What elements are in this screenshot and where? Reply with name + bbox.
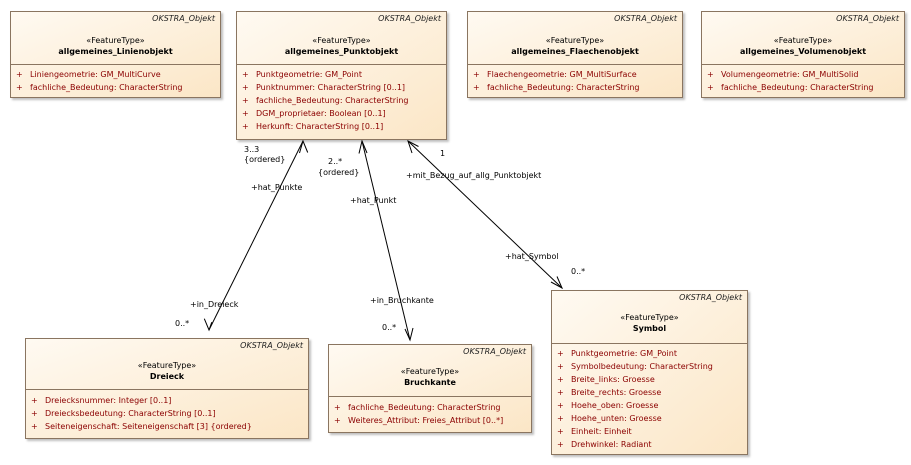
attribute-list: +Punktgeometrie: GM_Point +Symbolbedeutu… (557, 347, 745, 451)
attribute-row[interactable]: +Hoehe_unten: Groesse (557, 414, 662, 423)
stereotype-label: «FeatureType» (86, 36, 145, 45)
class-header: «FeatureType» Symbol (552, 291, 747, 333)
attribute-row[interactable]: +Punktgeometrie: GM_Point (242, 70, 362, 79)
attribute-row[interactable]: +fachliche_Bedeutung: CharacterString (242, 96, 409, 105)
package-label: OKSTRA_Objekt (378, 14, 441, 23)
class-allgemeines-volumenobjekt[interactable]: OKSTRA_Objekt «FeatureType» allgemeines_… (701, 11, 905, 98)
association-hat-punkte[interactable] (203, 139, 309, 332)
compartment-divider (552, 343, 747, 344)
class-dreieck[interactable]: OKSTRA_Objekt «FeatureType» Dreieck +Dre… (25, 338, 309, 439)
attribute-row[interactable]: +Seiteneigenschaft: Seiteneigenschaft [3… (31, 422, 252, 431)
arrowhead-icon (203, 318, 213, 332)
attribute-row[interactable]: +fachliche_Bedeutung: CharacterString (334, 403, 501, 412)
role-label: +mit_Bezug_auf_allg_Punktobjekt (406, 171, 541, 180)
package-label: OKSTRA_Objekt (240, 341, 303, 350)
multiplicity-label: 0..* (175, 319, 189, 328)
class-symbol[interactable]: OKSTRA_Objekt «FeatureType» Symbol +Punk… (551, 290, 748, 455)
class-header: «FeatureType» allgemeines_Volumenobjekt (702, 12, 904, 56)
class-name: Symbol (632, 324, 667, 333)
multiplicity-label: 1 (440, 149, 445, 158)
association-hat-symbol[interactable] (407, 139, 564, 290)
package-label: OKSTRA_Objekt (836, 14, 899, 23)
stereotype-label: «FeatureType» (137, 361, 197, 370)
arrowhead-icon (407, 139, 419, 154)
stereotype-label: «FeatureType» (773, 36, 833, 45)
role-label: +hat_Symbol (505, 252, 559, 261)
class-allgemeines-flaechenobjekt[interactable]: OKSTRA_Objekt «FeatureType» allgemeines_… (467, 11, 683, 98)
attribute-row[interactable]: +Flaechengeometrie: GM_MultiSurface (473, 70, 637, 79)
role-label: +in_Dreieck (190, 300, 239, 309)
class-allgemeines-punktobjekt[interactable]: OKSTRA_Objekt «FeatureType» allgemeines_… (236, 11, 447, 140)
attribute-list: +Dreiecksnummer: Integer [0..1] +Dreieck… (31, 394, 306, 433)
multiplicity-label: 0..* (571, 267, 585, 276)
attribute-row[interactable]: +fachliche_Bedeutung: CharacterString (16, 83, 183, 92)
attribute-row[interactable]: +Dreiecksbedeutung: CharacterString [0..… (31, 409, 216, 418)
attribute-row[interactable]: +fachliche_Bedeutung: CharacterString (707, 83, 874, 92)
attribute-row[interactable]: +Punktgeometrie: GM_Point (557, 349, 677, 358)
constraint-label: {ordered} (244, 155, 285, 164)
attribute-row[interactable]: +Dreiecksnummer: Integer [0..1] (31, 396, 172, 405)
attribute-row[interactable]: +Liniengeometrie: GM_MultiCurve (16, 70, 161, 79)
attribute-list: +Liniengeometrie: GM_MultiCurve +fachlic… (16, 68, 218, 94)
class-name: allgemeines_Flaechenobjekt (511, 47, 639, 56)
arrowhead-icon (550, 276, 564, 290)
stereotype-label: «FeatureType» (620, 313, 679, 322)
role-label: +in_Bruchkante (370, 296, 434, 305)
compartment-divider (702, 64, 904, 65)
role-label: +hat_Punkte (251, 183, 302, 192)
attribute-row[interactable]: +fachliche_Bedeutung: CharacterString (473, 83, 640, 92)
arrowhead-icon (299, 139, 309, 154)
compartment-divider (26, 389, 308, 390)
attribute-row[interactable]: +Hoehe_oben: Groesse (557, 401, 659, 410)
attribute-row[interactable]: +Weiteres_Attribut: Freies_Attribut [0..… (334, 416, 504, 425)
attribute-row[interactable]: +Herkunft: CharacterString [0..1] (242, 122, 384, 131)
class-name: Dreieck (149, 372, 185, 381)
attribute-list: +Volumengeometrie: GM_MultiSolid +fachli… (707, 68, 902, 94)
class-allgemeines-linienobjekt[interactable]: OKSTRA_Objekt «FeatureType» allgemeines_… (10, 11, 221, 98)
package-label: OKSTRA_Objekt (463, 347, 526, 356)
attribute-row[interactable]: +DGM_proprietaer: Boolean [0..1] (242, 109, 386, 118)
class-name: allgemeines_Volumenobjekt (739, 47, 867, 56)
arrowhead-icon (358, 139, 368, 154)
stereotype-label: «FeatureType» (400, 367, 460, 376)
class-name: allgemeines_Linienobjekt (58, 47, 173, 56)
attribute-row[interactable]: +Symbolbedeutung: CharacterString (557, 362, 713, 371)
class-header: «FeatureType» Bruchkante (329, 345, 531, 387)
attribute-row[interactable]: +Punktnummer: CharacterString [0..1] (242, 83, 406, 92)
attribute-row[interactable]: +Volumengeometrie: GM_MultiSolid (707, 70, 859, 79)
class-bruchkante[interactable]: OKSTRA_Objekt «FeatureType» Bruchkante +… (328, 344, 532, 433)
attribute-row[interactable]: +Breite_rechts: Groesse (557, 388, 662, 397)
class-header: «FeatureType» allgemeines_Linienobjekt (11, 12, 220, 56)
compartment-divider (468, 64, 682, 65)
class-header: «FeatureType» allgemeines_Punktobjekt (237, 12, 446, 56)
package-label: OKSTRA_Objekt (679, 293, 742, 302)
attribute-list: +Flaechengeometrie: GM_MultiSurface +fac… (473, 68, 680, 94)
class-header: «FeatureType» allgemeines_Flaechenobjekt (468, 12, 682, 56)
class-name: allgemeines_Punktobjekt (284, 47, 399, 56)
attribute-row[interactable]: +Breite_links: Groesse (557, 375, 655, 384)
multiplicity-label: 0..* (382, 323, 396, 332)
stereotype-label: «FeatureType» (312, 36, 371, 45)
role-label: +hat_Punkt (350, 196, 396, 205)
package-label: OKSTRA_Objekt (614, 14, 677, 23)
multiplicity-label: 2..* (328, 157, 342, 166)
package-label: OKSTRA_Objekt (152, 14, 215, 23)
attribute-row[interactable]: +Drehwinkel: Radiant (557, 440, 652, 449)
class-header: «FeatureType» Dreieck (26, 339, 308, 381)
multiplicity-label: 3..3 (244, 145, 259, 154)
arrowhead-icon (404, 327, 414, 342)
class-name: Bruchkante (404, 378, 456, 387)
association-hat-punkt[interactable] (358, 139, 414, 342)
stereotype-label: «FeatureType» (545, 36, 605, 45)
attribute-list: +Punktgeometrie: GM_Point +Punktnummer: … (242, 68, 444, 133)
compartment-divider (329, 396, 531, 397)
constraint-label: {ordered} (318, 168, 359, 177)
attribute-row[interactable]: +Einheit: Einheit (557, 427, 632, 436)
compartment-divider (237, 64, 446, 65)
attribute-list: +fachliche_Bedeutung: CharacterString +W… (334, 401, 529, 427)
compartment-divider (11, 64, 220, 65)
